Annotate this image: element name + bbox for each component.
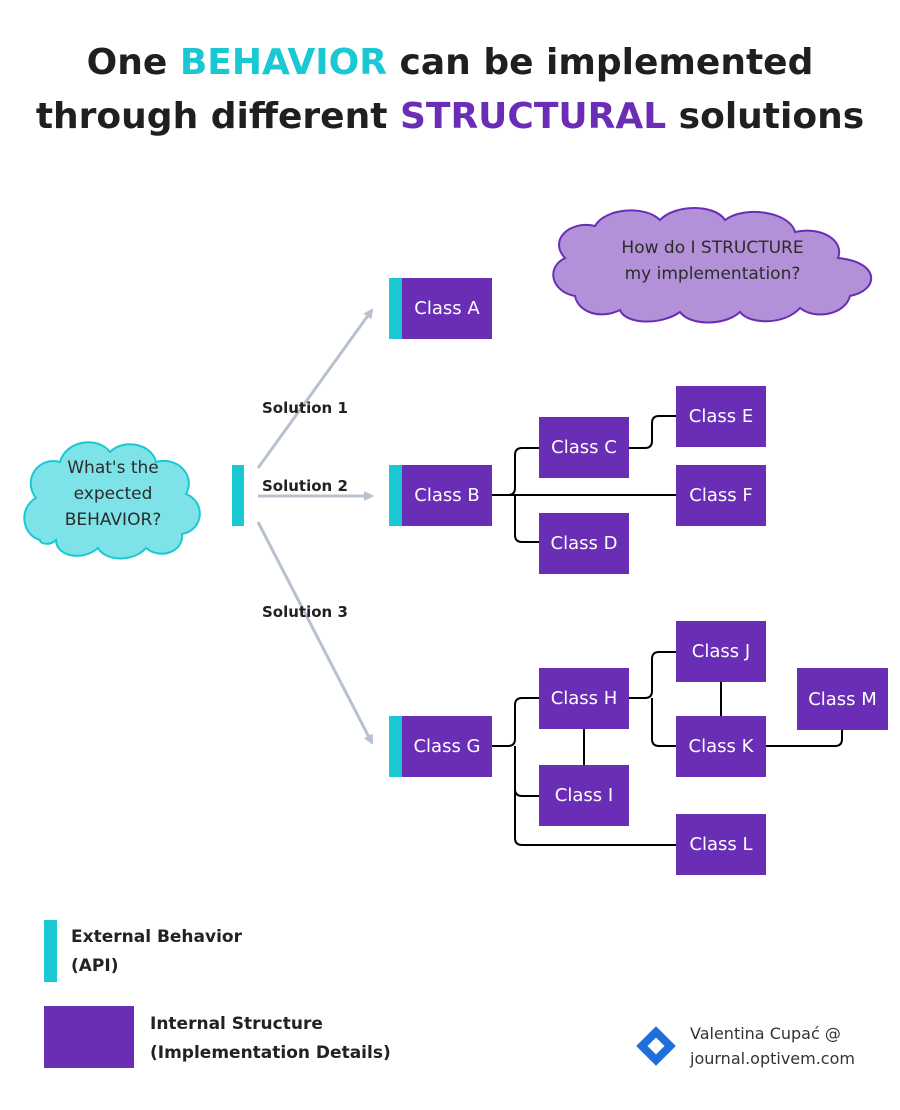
legend-external-swatch <box>44 920 57 982</box>
page-title: One BEHAVIOR can be implemented through … <box>0 36 900 144</box>
behavior-cloud-label: What's the expected BEHAVIOR? <box>40 455 186 533</box>
connector-h-k <box>651 698 676 747</box>
class-a-api-bar <box>389 278 402 339</box>
behavior-cloud <box>23 441 201 560</box>
credit-url: journal.optivem.com <box>690 1049 855 1068</box>
connector-b-d <box>514 495 539 543</box>
legend-line: (Implementation Details) <box>150 1043 391 1063</box>
legend-line: (API) <box>71 956 119 976</box>
credit-author: Valentina Cupać @ <box>690 1024 841 1043</box>
solution-1-arrow <box>256 308 374 469</box>
legend-line: External Behavior <box>71 927 242 947</box>
author-credit: Valentina Cupać @ journal.optivem.com <box>690 1021 855 1071</box>
class-b-box: Class B <box>402 465 492 526</box>
legend-line: Internal Structure <box>150 1014 323 1034</box>
connector-b-c <box>492 447 539 496</box>
cloud-text-line: expected <box>73 484 153 504</box>
connector-lines <box>492 415 843 846</box>
optivem-logo-icon <box>636 1026 676 1066</box>
structure-cloud-label: How do I STRUCTURE my implementation? <box>585 235 840 287</box>
class-i-box: Class I <box>539 765 629 826</box>
class-f-box: Class F <box>676 465 766 526</box>
solution-3-label: Solution 3 <box>262 603 348 621</box>
title-highlight-behavior: BEHAVIOR <box>179 42 387 83</box>
class-j-box: Class J <box>676 621 766 682</box>
title-text: can be implemented <box>386 42 814 83</box>
cloud-text-line: What's the <box>67 458 159 478</box>
solution-arrows <box>256 308 374 745</box>
connector-c-e <box>629 415 676 449</box>
solution-2-label: Solution 2 <box>262 477 348 495</box>
title-text: One <box>86 42 180 83</box>
connector-g-l <box>514 789 676 846</box>
cloud-text-line: my implementation? <box>624 264 801 284</box>
solution-3-arrow <box>256 521 374 745</box>
title-line-2: through different STRUCTURAL solutions <box>0 90 900 144</box>
class-c-box: Class C <box>539 417 629 478</box>
solution-1-label: Solution 1 <box>262 399 348 417</box>
connector-g-i <box>514 746 539 797</box>
connector-h-j <box>629 651 676 699</box>
title-text: through different <box>35 96 400 137</box>
class-h-box: Class H <box>539 668 629 729</box>
class-k-box: Class K <box>676 716 766 777</box>
behavior-api-bar <box>232 465 244 526</box>
title-highlight-structural: STRUCTURAL <box>399 96 667 137</box>
legend-external-label: External Behavior (API) <box>71 923 242 981</box>
connector-k-m <box>766 730 843 747</box>
legend-internal-label: Internal Structure (Implementation Detai… <box>150 1010 391 1068</box>
cloud-text-line: BEHAVIOR? <box>64 510 162 530</box>
title-line-1: One BEHAVIOR can be implemented <box>0 36 900 90</box>
class-g-box: Class G <box>402 716 492 777</box>
cloud-text-line: How do I STRUCTURE <box>621 238 804 258</box>
class-b-api-bar <box>389 465 402 526</box>
class-l-box: Class L <box>676 814 766 875</box>
class-d-box: Class D <box>539 513 629 574</box>
legend-internal-swatch <box>44 1006 134 1068</box>
title-text: solutions <box>666 96 865 137</box>
class-e-box: Class E <box>676 386 766 447</box>
connector-g-h <box>492 697 539 747</box>
class-m-box: Class M <box>797 668 888 730</box>
class-g-api-bar <box>389 716 402 777</box>
class-a-box: Class A <box>402 278 492 339</box>
structure-cloud <box>552 207 873 324</box>
